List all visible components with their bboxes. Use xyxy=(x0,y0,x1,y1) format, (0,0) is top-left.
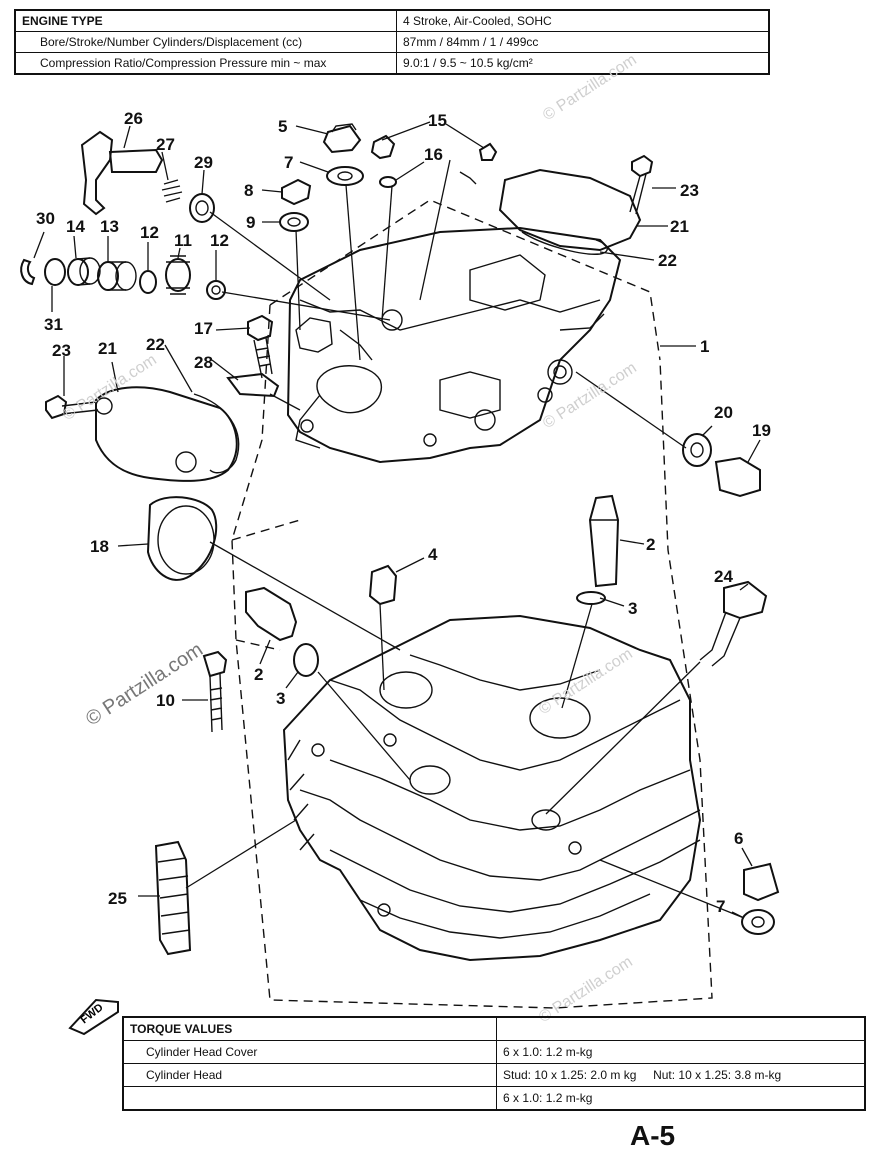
lower-small-parts xyxy=(154,564,398,956)
spec-value: 9.0:1 / 9.5 ~ 10.5 kg/cm² xyxy=(396,52,770,75)
callout: 27 xyxy=(156,135,175,154)
callout: 31 xyxy=(44,315,63,334)
engine-spec-table: ENGINE TYPE 4 Stroke, Air-Cooled, SOHC B… xyxy=(14,9,770,75)
spec-label: Compression Ratio/Compression Pressure m… xyxy=(14,52,397,75)
callout: 30 xyxy=(36,209,55,228)
callout: 3 xyxy=(276,689,285,708)
callout: 23 xyxy=(52,341,71,360)
callout: 26 xyxy=(124,109,143,128)
spec-value: 4 Stroke, Air-Cooled, SOHC xyxy=(396,9,770,32)
callout: 4 xyxy=(428,545,438,564)
torque-row: Cylinder Head Stud: 10 x 1.25: 2.0 m kg … xyxy=(122,1063,866,1087)
cylinder-head xyxy=(282,614,702,962)
torque-header-blank xyxy=(496,1016,866,1041)
callout: 9 xyxy=(246,213,255,232)
torque-label: Cylinder Head xyxy=(122,1063,497,1087)
callout: 8 xyxy=(244,181,253,200)
callout: 29 xyxy=(194,153,213,172)
callout: 6 xyxy=(734,829,743,848)
leader-lines xyxy=(33,121,761,919)
callout: 12 xyxy=(140,223,159,242)
callout: 12 xyxy=(210,231,229,250)
callout: 19 xyxy=(752,421,771,440)
callout: 28 xyxy=(194,353,213,372)
torque-values-table: TORQUE VALUES Cylinder Head Cover 6 x 1.… xyxy=(122,1016,866,1111)
callout: 17 xyxy=(194,319,213,338)
torque-label: Cylinder Head Cover xyxy=(122,1040,497,1064)
callout: 14 xyxy=(66,217,85,236)
callout: 20 xyxy=(714,403,733,422)
callout: 11 xyxy=(174,231,192,250)
cylinder-head-cover xyxy=(286,226,622,464)
callout: 22 xyxy=(146,335,165,354)
torque-title: TORQUE VALUES xyxy=(122,1016,497,1041)
torque-value: 6 x 1.0: 1.2 m-kg xyxy=(496,1086,866,1111)
torque-label xyxy=(122,1086,497,1111)
callout: 22 xyxy=(658,251,677,270)
left-shaft-assembly xyxy=(20,130,280,581)
callout: 24 xyxy=(714,567,733,586)
callout-labels: 1 2 2 3 3 4 5 6 7 7 8 9 10 11 12 12 13 1… xyxy=(36,109,771,916)
callout: 7 xyxy=(284,153,293,172)
callout: 25 xyxy=(108,889,127,908)
torque-row: Cylinder Head Cover 6 x 1.0: 1.2 m-kg xyxy=(122,1040,866,1064)
spec-row: Compression Ratio/Compression Pressure m… xyxy=(14,52,770,75)
torque-value: Stud: 10 x 1.25: 2.0 m kg Nut: 10 x 1.25… xyxy=(496,1063,866,1087)
torque-row: 6 x 1.0: 1.2 m-kg xyxy=(122,1086,866,1111)
spec-value: 87mm / 84mm / 1 / 499cc xyxy=(396,31,770,53)
callout: 15 xyxy=(428,111,447,130)
torque-header-row: TORQUE VALUES xyxy=(122,1016,866,1041)
callout: 7 xyxy=(716,897,725,916)
spec-label: Bore/Stroke/Number Cylinders/Displacemen… xyxy=(14,31,397,53)
fwd-arrow-icon: FWD xyxy=(68,998,119,1036)
phantom-outline xyxy=(231,199,713,1009)
callout: 21 xyxy=(98,339,117,358)
torque-value: 6 x 1.0: 1.2 m-kg xyxy=(496,1040,866,1064)
callout: 18 xyxy=(90,537,109,556)
callout: 16 xyxy=(424,145,443,164)
phantom-outline-inner xyxy=(231,519,301,651)
callout: 10 xyxy=(156,691,175,710)
spec-row: ENGINE TYPE 4 Stroke, Air-Cooled, SOHC xyxy=(14,9,770,32)
callout: 2 xyxy=(646,535,655,554)
callout: 23 xyxy=(680,181,699,200)
callout: 2 xyxy=(254,665,263,684)
callout: 1 xyxy=(700,337,709,356)
callout: 5 xyxy=(278,117,287,136)
right-side-parts xyxy=(576,433,780,935)
page-number: A-5 xyxy=(630,1120,676,1151)
tappet-cover-small-parts xyxy=(279,123,654,255)
callout: 3 xyxy=(628,599,637,618)
callout: 21 xyxy=(670,217,689,236)
callout: 13 xyxy=(100,217,119,236)
spec-row: Bore/Stroke/Number Cylinders/Displacemen… xyxy=(14,31,770,53)
